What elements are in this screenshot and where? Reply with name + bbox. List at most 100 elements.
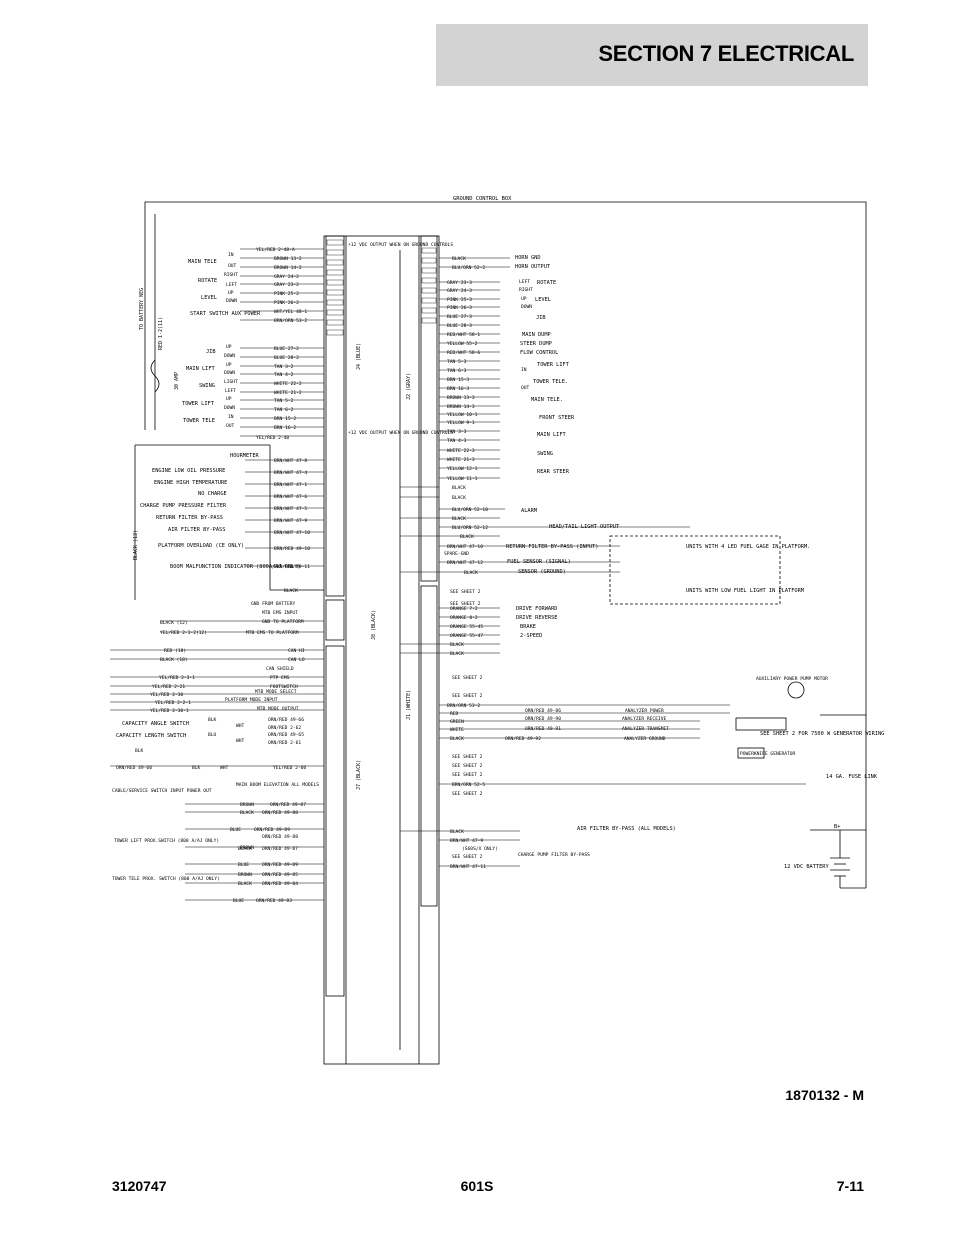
switch-groups: MAIN TELE IN OUT ROTATE RIGHT LEFT LEVEL… — [182, 252, 261, 429]
wire-label: MTB MODE OUTPUT — [257, 706, 299, 712]
wire-label: BROWN 14-3 — [447, 404, 475, 410]
wire-label: GRAY 23-3 — [447, 280, 472, 286]
wire-label: BLU/ORN 52-2 — [452, 265, 485, 271]
wire-label: ORN/RED 49-83 — [256, 898, 292, 904]
analyzer-label: ANALYZER POWER — [625, 708, 664, 714]
wire-label: BLACK — [452, 516, 466, 522]
switch-direction-a: IN — [228, 414, 234, 420]
wire-label: BLACK — [452, 485, 466, 491]
gauge-label: PLATFORM OVERLOAD (CE ONLY) — [158, 543, 244, 549]
switch-group-label: SWING — [199, 383, 215, 389]
wire-label: WHITE 21-2 — [274, 390, 302, 396]
wire-label: PLATFORM MODE INPUT — [225, 697, 278, 703]
wire-label: ORANGE 55-47 — [450, 633, 483, 639]
wire-label: YELLOW 12-1 — [447, 466, 478, 472]
wire-label: YELLOW 11-1 — [447, 476, 478, 482]
function-label: FLOW CONTROL — [520, 350, 558, 356]
function-label: MAIN TELE. — [531, 397, 563, 403]
wire-label: TAN 4-2 — [274, 372, 294, 378]
function-label: FUEL SENSOR (SIGNAL) — [507, 559, 571, 565]
switch-direction-b: LEFT — [226, 282, 237, 288]
wire-label: RED/WHT 58-6 — [447, 350, 480, 356]
wire-label: ORANGE 7-2 — [450, 606, 478, 612]
wire-label: RED/WHT 58-1 — [447, 332, 480, 338]
wire-label: SEE SHEET 2 — [452, 854, 483, 860]
wire-label: YEL/RED 2-3-1 — [159, 675, 195, 681]
wire-label: CAN HI — [288, 648, 305, 654]
gauge-wire: BRN/WHT 47-9 — [274, 518, 307, 524]
wire-label: RED — [450, 711, 459, 717]
sensor-label: CAPACITY LENGTH SWITCH — [116, 733, 186, 739]
wire-label: SEE SHEET 2 — [452, 675, 483, 681]
air-filter-note: AIR FILTER BY-PASS (ALL MODELS) — [577, 826, 676, 832]
wire-label: TAN 6-3 — [447, 368, 467, 374]
sensor-wire: BLU — [208, 732, 217, 738]
wire-label: BRN 16-2 — [274, 425, 296, 431]
wire-label: RED (18) — [164, 648, 186, 654]
analyzer-wire: ORN/RED 49-92 — [505, 736, 541, 742]
wire-label: YELLOW 10-1 — [447, 412, 478, 418]
wire-label: WHT/YEL 48-1 — [274, 309, 307, 315]
fuel-note-2: UNITS WITH LOW FUEL LIGHT IN PLATFORM — [686, 588, 804, 594]
wire-label: SEE SHEET 2 — [450, 589, 481, 595]
wire-label: BLACK — [452, 256, 466, 262]
wire-label: PINK 26-3 — [447, 305, 472, 311]
analyzer-label: ANALYZER RECEIVE — [622, 716, 666, 722]
switch-direction-b: LEFT — [225, 388, 236, 394]
switch-group-label: LEVEL — [201, 295, 217, 301]
gauge-label: NO CHARGE — [198, 491, 227, 497]
sensor-wire: BLK — [135, 748, 144, 754]
sensor-labels: CAPACITY ANGLE SWITCH BLK WHT ORN/RED 49… — [116, 717, 319, 788]
sensor-wire: BLK — [192, 765, 201, 771]
wire-label: PINK 26-2 — [274, 300, 299, 306]
switch-direction-b: OUT — [228, 263, 237, 269]
wire-label: GND FROM BATTERY — [251, 601, 295, 607]
section-title: SECTION 7 ELECTRICAL — [598, 41, 854, 66]
j1-labels: SEE SHEET 2 SEE SHEET 2 BRN/ORN 53-2 RED… — [447, 675, 669, 870]
j4-wire-labels: YEL/RED 2-40-A BROWN 13-2 BROWN 14-2 GRA… — [256, 247, 307, 441]
wire-label: ORN/RED 49-85 — [262, 872, 298, 878]
wire-label: GRAY 24-2 — [274, 274, 299, 280]
gauge-wire: BRN/RED 49-10 — [274, 546, 310, 552]
drive-label: BRAKE — [520, 624, 536, 630]
switch-direction-a: RIGHT — [224, 272, 238, 278]
wire-label: MTB MODE SELECT — [255, 689, 297, 695]
gauge-label: RETURN FILTER BY-PASS — [156, 515, 223, 521]
gauge-label: ENGINE LOW OIL PRESSURE — [152, 468, 225, 474]
wire-label: YEL/RED 2-1-2(12) — [160, 630, 207, 636]
wire-label: BRN/WHT 47-11 — [450, 864, 486, 870]
wire-label: BLUE 28-3 — [447, 323, 472, 329]
function-label: RETURN FILTER BY-PASS (INPUT) — [506, 544, 598, 550]
gauge-wire: BRN/RED 49-11 — [274, 564, 310, 570]
wire-label: BROWN — [238, 872, 252, 878]
switch-direction-a: UP — [226, 362, 232, 368]
output-top-label: +12 VDC OUTPUT WHEN ON GROUND CONTROLS — [348, 242, 453, 248]
wire-label: YEL/RED 2-2-1 — [155, 700, 191, 706]
wire-label: BLACK — [240, 810, 254, 816]
switch-direction-a: LIGHT — [224, 379, 238, 385]
drawing-number: 1870132 - M — [785, 1087, 864, 1103]
wire-label: BLUE — [230, 827, 241, 833]
sensor-wire: ORN/RED 49-66 — [268, 717, 304, 723]
wire-label: BLACK (12) — [160, 620, 188, 626]
charge-pump-note: CHARGE PUMP FILTER BY-PASS — [518, 852, 590, 858]
sensor-wire: WHT — [236, 723, 245, 729]
wire-label: WHITE 22-3 — [447, 448, 475, 454]
switch-direction-a: IN — [228, 252, 234, 258]
gauge-wire: BRN/WHT 47-8 — [274, 458, 307, 464]
wire-label: BLACK — [450, 651, 464, 657]
sensor-label: CAPACITY ANGLE SWITCH — [122, 721, 189, 727]
j2-label: J2 (GRAY) — [406, 373, 412, 400]
b-plus-label: B+ — [834, 824, 840, 830]
function-label: TOWER LIFT — [537, 362, 570, 368]
sensor-wire: BLK — [208, 717, 217, 723]
wire-label: BRN 16-3 — [447, 386, 469, 392]
wire-label: BLACK — [284, 588, 298, 594]
wire-label: CAN LO — [288, 657, 305, 663]
wire-label: BRN 15-3 — [447, 377, 469, 383]
wire-label: GRAY 24-3 — [447, 288, 472, 294]
function-label: SWING — [537, 451, 553, 457]
wire-label: BROWN 14-2 — [274, 265, 302, 271]
switch-group-label: ROTATE — [198, 278, 217, 284]
